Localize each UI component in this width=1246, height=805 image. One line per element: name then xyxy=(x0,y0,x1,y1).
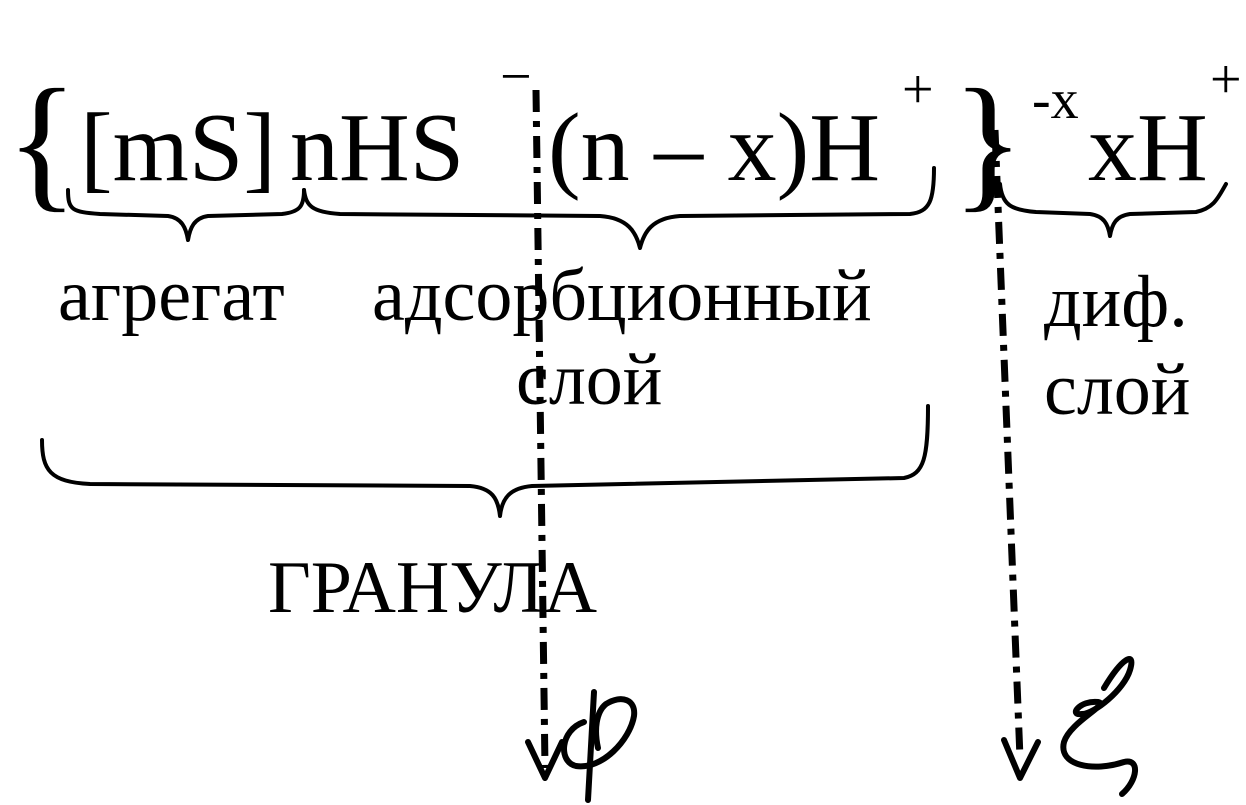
potential-determining-ions: nHS xyxy=(290,94,464,202)
granule-underbrace xyxy=(40,404,930,518)
adsorption-layer-underbrace xyxy=(302,166,936,250)
zeta-arrowhead xyxy=(1001,737,1041,781)
micelle-close-brace: } xyxy=(952,59,1024,225)
adsorption-boundary-line xyxy=(532,89,549,769)
phi-arrowhead xyxy=(525,739,565,781)
adsorbed-counter-ion-charge: + xyxy=(902,59,934,121)
granule-label: ГРАНУЛА xyxy=(268,547,597,629)
aggregate-core: [mS] xyxy=(80,94,276,202)
adsorbed-counter-ions: (n – x)H xyxy=(548,94,880,202)
adsorption-layer-label-line1: адсорбционный xyxy=(372,255,872,337)
aggregate-underbrace xyxy=(66,188,306,242)
slip-boundary-line xyxy=(991,129,1024,759)
potential-ion-charge: − xyxy=(500,46,532,108)
micelle-open-brace: { xyxy=(6,59,78,225)
diffuse-layer-label-line1: диф. xyxy=(1044,261,1188,343)
aggregate-label: агрегат xyxy=(58,255,285,337)
diffuse-counter-ion-charge: + xyxy=(1210,49,1242,111)
diffuse-layer-underbrace xyxy=(998,182,1228,238)
diffuse-counter-ions: xH xyxy=(1088,94,1208,202)
zeta-potential-symbol xyxy=(1060,656,1138,797)
granule-charge: -x xyxy=(1032,69,1079,131)
diffuse-layer-label-line2: слой xyxy=(1044,349,1190,431)
phi-potential-symbol xyxy=(561,689,638,803)
